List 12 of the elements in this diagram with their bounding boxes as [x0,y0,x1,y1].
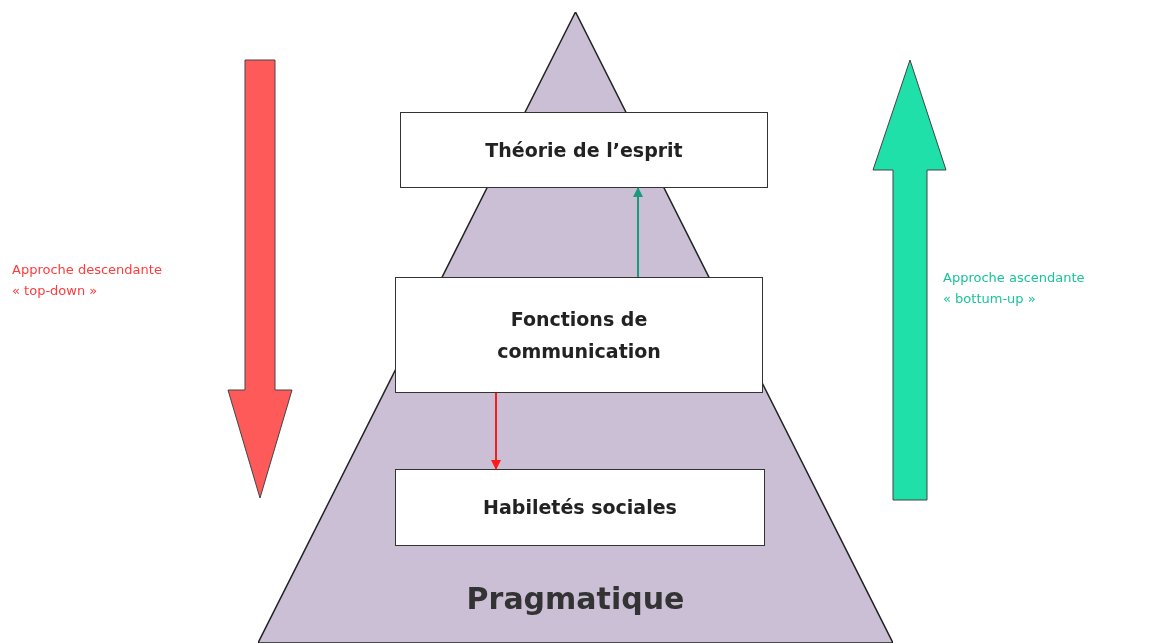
pyramid-label: Pragmatique [465,581,686,616]
box-label: Fonctions de communication [496,306,662,364]
approach-label: Approche descendante « top-down » [12,261,163,300]
pyramid [258,12,893,643]
box-label: Habiletés sociales [483,495,677,521]
arrow [491,392,501,470]
concept-box [400,112,768,188]
box-label: Théorie de l’esprit [485,137,683,163]
concept-box [395,277,763,393]
arrow [633,187,643,278]
concept-box [395,469,765,546]
approach-label: Approche ascendante « bottum-up » [943,269,1086,308]
